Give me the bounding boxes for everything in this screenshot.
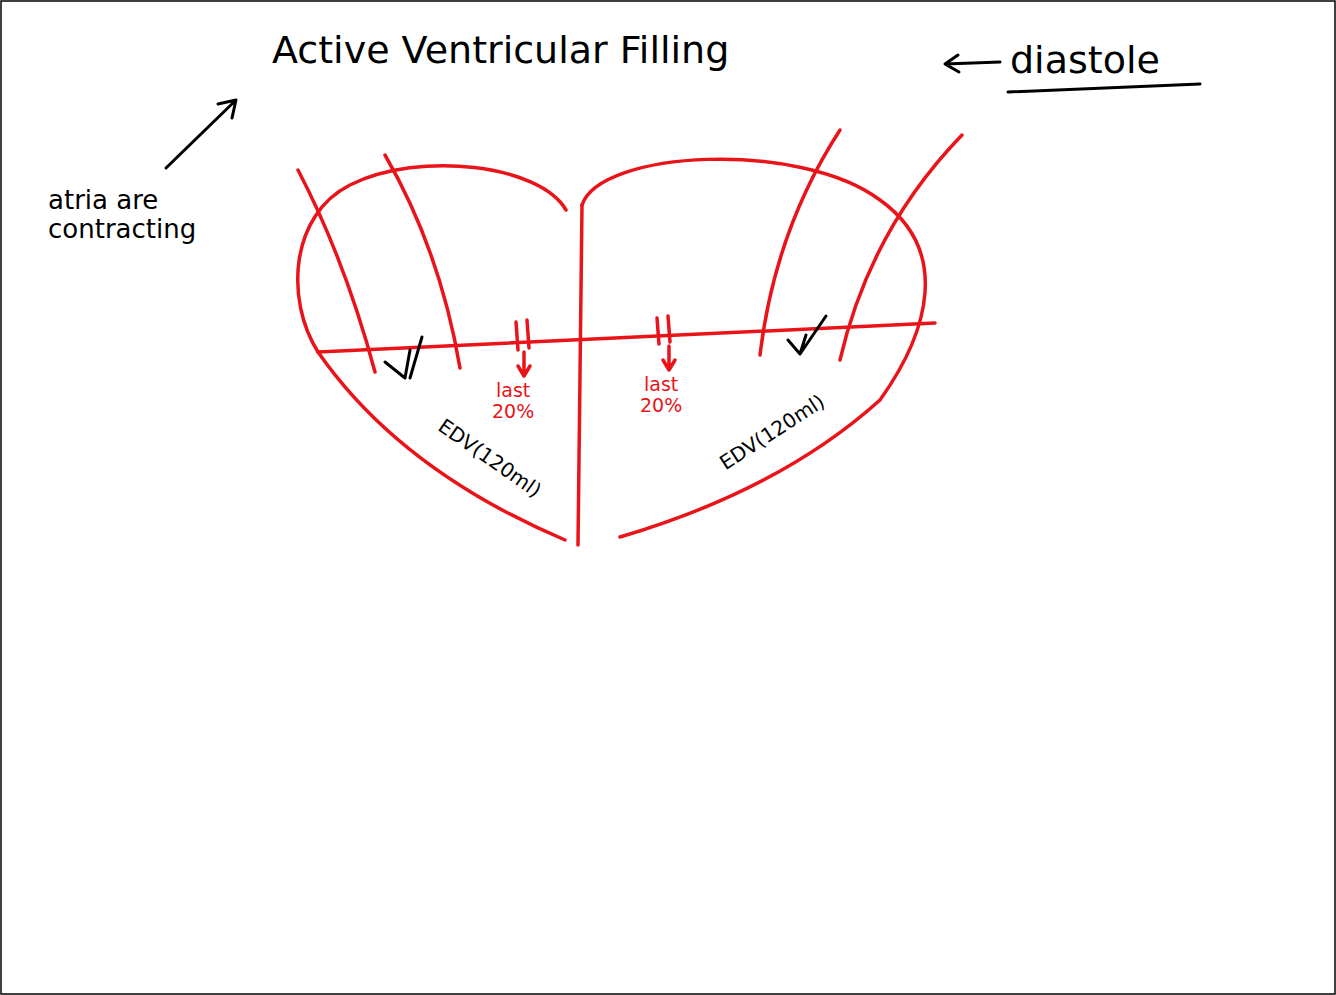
fraction-label: last 20% [640,374,682,416]
volume-label: EDV(120ml) [434,415,545,502]
right-lobe [582,159,925,537]
flow-arrow [518,352,530,376]
vessel [840,135,962,360]
diagram-title: Active Ventricular Filling [272,30,729,72]
note-text: atria are contracting [48,186,196,243]
valve-check [385,337,422,378]
underline [1008,84,1200,92]
valve-check [788,316,826,354]
pointer-arrow [166,100,236,168]
volume-label: EDV(120ml) [716,390,829,474]
left-ventricle-wall [318,352,565,540]
vessel [760,130,840,355]
phase-label: diastole [1010,40,1160,82]
black-marks [166,55,1200,378]
valve-mark [657,316,670,344]
vessel [298,170,375,372]
flow-arrow [663,346,675,370]
pointer-arrow [945,55,1000,72]
septum [578,205,582,545]
heart-outline [298,130,962,545]
valve-mark [516,320,529,350]
fraction-label: last 20% [492,380,534,422]
